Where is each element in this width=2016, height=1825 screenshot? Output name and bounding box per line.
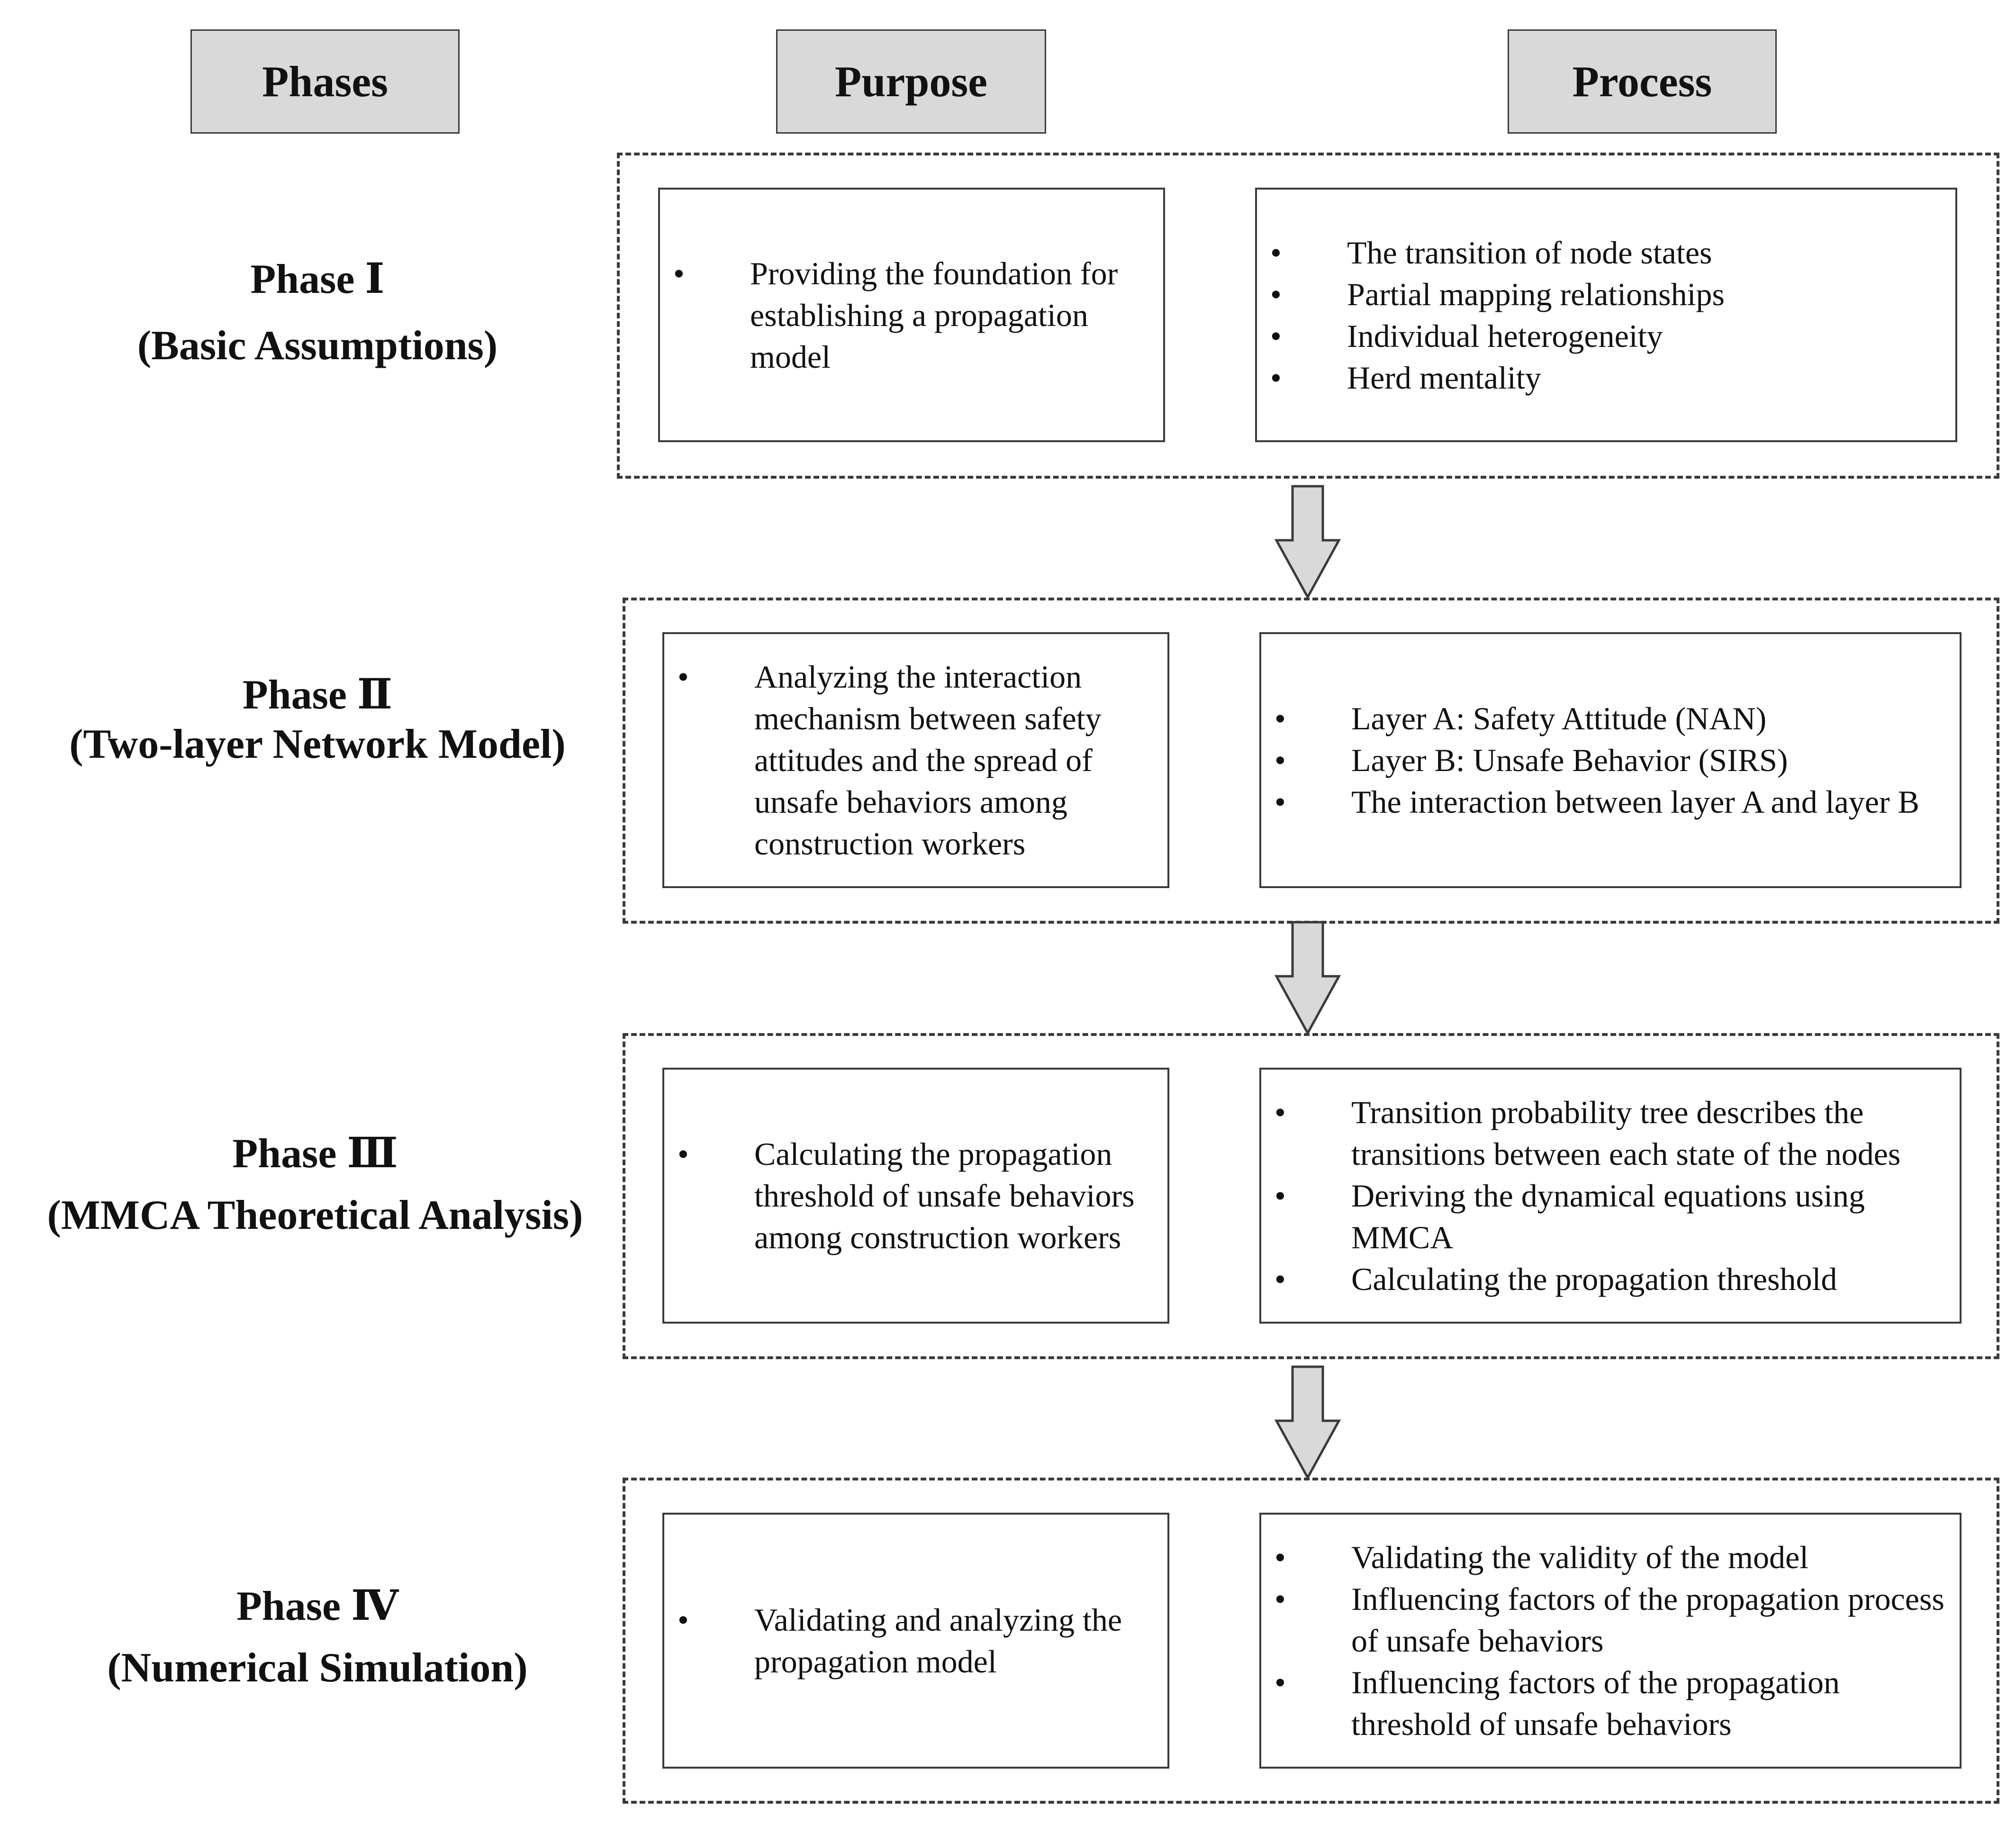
phase-3-purpose-list: Calculating the propagation threshold of… [674, 1133, 1156, 1258]
phase-1-label: Phase Ⅰ (Basic Assumptions) [71, 249, 564, 377]
down-arrow-icon [1275, 1365, 1341, 1480]
phase-4-title: Phase Ⅳ [236, 1583, 398, 1629]
phase-3-process-list: Transition probability tree describes th… [1271, 1091, 1956, 1300]
list-item: Transition probability tree describes th… [1271, 1091, 1956, 1175]
list-item: Validating the validity of the model [1271, 1536, 1948, 1578]
list-item: The interaction between layer A and laye… [1271, 781, 1948, 823]
phase-4-subtitle: (Numerical Simulation) [107, 1645, 528, 1691]
header-purpose: Purpose [776, 29, 1046, 134]
list-item: Calculating the propagation threshold of… [674, 1133, 1156, 1258]
phase-1-process-box: The transition of node states Partial ma… [1255, 188, 1957, 442]
phase-3-purpose-box: Calculating the propagation threshold of… [662, 1068, 1169, 1324]
phase-1-purpose-box: Providing the foundation for establishin… [658, 188, 1165, 442]
phase-3-process-box: Transition probability tree describes th… [1259, 1068, 1962, 1324]
list-item: Deriving the dynamical equations using M… [1271, 1175, 1956, 1258]
list-item: Layer A: Safety Attitude (NAN) [1271, 698, 1948, 739]
list-item: Influencing factors of the propagation p… [1271, 1578, 1948, 1662]
list-item: Analyzing the interaction mechanism betw… [674, 656, 1156, 864]
list-item: Layer B: Unsafe Behavior (SIRS) [1271, 739, 1948, 781]
phase-4-process-box: Validating the validity of the model Inf… [1259, 1513, 1962, 1769]
phase-1-process-list: The transition of node states Partial ma… [1266, 232, 1944, 399]
phase-4-label: Phase Ⅳ (Numerical Simulation) [71, 1576, 564, 1699]
list-item: Herd mentality [1266, 357, 1944, 399]
phase-2-title: Phase Ⅱ [242, 672, 393, 718]
phase-1-subtitle: (Basic Assumptions) [137, 323, 498, 369]
list-item: Influencing factors of the propagation t… [1271, 1662, 1948, 1745]
phase-3-title: Phase Ⅲ [232, 1131, 398, 1177]
phase-3-subtitle: (MMCA Theoretical Analysis) [47, 1192, 583, 1238]
phase-4-purpose-box: Validating and analyzing the propagation… [662, 1513, 1169, 1769]
phase-2-process-box: Layer A: Safety Attitude (NAN) Layer B: … [1259, 632, 1962, 888]
phase-3-label: Phase Ⅲ (MMCA Theoretical Analysis) [9, 1123, 621, 1246]
phase-2-purpose-list: Analyzing the interaction mechanism betw… [674, 656, 1156, 864]
phase-2-label: Phase Ⅱ (Two-layer Network Model) [28, 664, 606, 775]
down-arrow-icon [1275, 485, 1341, 600]
phase-1-title: Phase Ⅰ [250, 256, 385, 302]
list-item: Partial mapping relationships [1266, 273, 1944, 315]
phase-2-process-list: Layer A: Safety Attitude (NAN) Layer B: … [1271, 698, 1948, 823]
down-arrow-icon [1275, 921, 1341, 1036]
phase-4-frame [623, 1478, 1999, 1804]
list-item: Individual heterogeneity [1266, 315, 1944, 357]
header-phases: Phases [190, 29, 460, 134]
list-item: Calculating the propagation threshold [1271, 1258, 1956, 1300]
list-item: The transition of node states [1266, 232, 1944, 273]
phase-4-purpose-list: Validating and analyzing the propagation… [674, 1599, 1156, 1682]
phase-4-process-list: Validating the validity of the model Inf… [1271, 1536, 1948, 1745]
header-process: Process [1508, 29, 1777, 134]
phase-1-frame [617, 153, 1999, 479]
phase-1-purpose-list: Providing the foundation for establishin… [669, 253, 1152, 378]
list-item: Validating and analyzing the propagation… [674, 1599, 1156, 1682]
phase-2-purpose-box: Analyzing the interaction mechanism betw… [662, 632, 1169, 888]
list-item: Providing the foundation for establishin… [669, 253, 1152, 378]
phase-2-subtitle: (Two-layer Network Model) [69, 721, 566, 767]
phase-3-frame [623, 1033, 1999, 1359]
